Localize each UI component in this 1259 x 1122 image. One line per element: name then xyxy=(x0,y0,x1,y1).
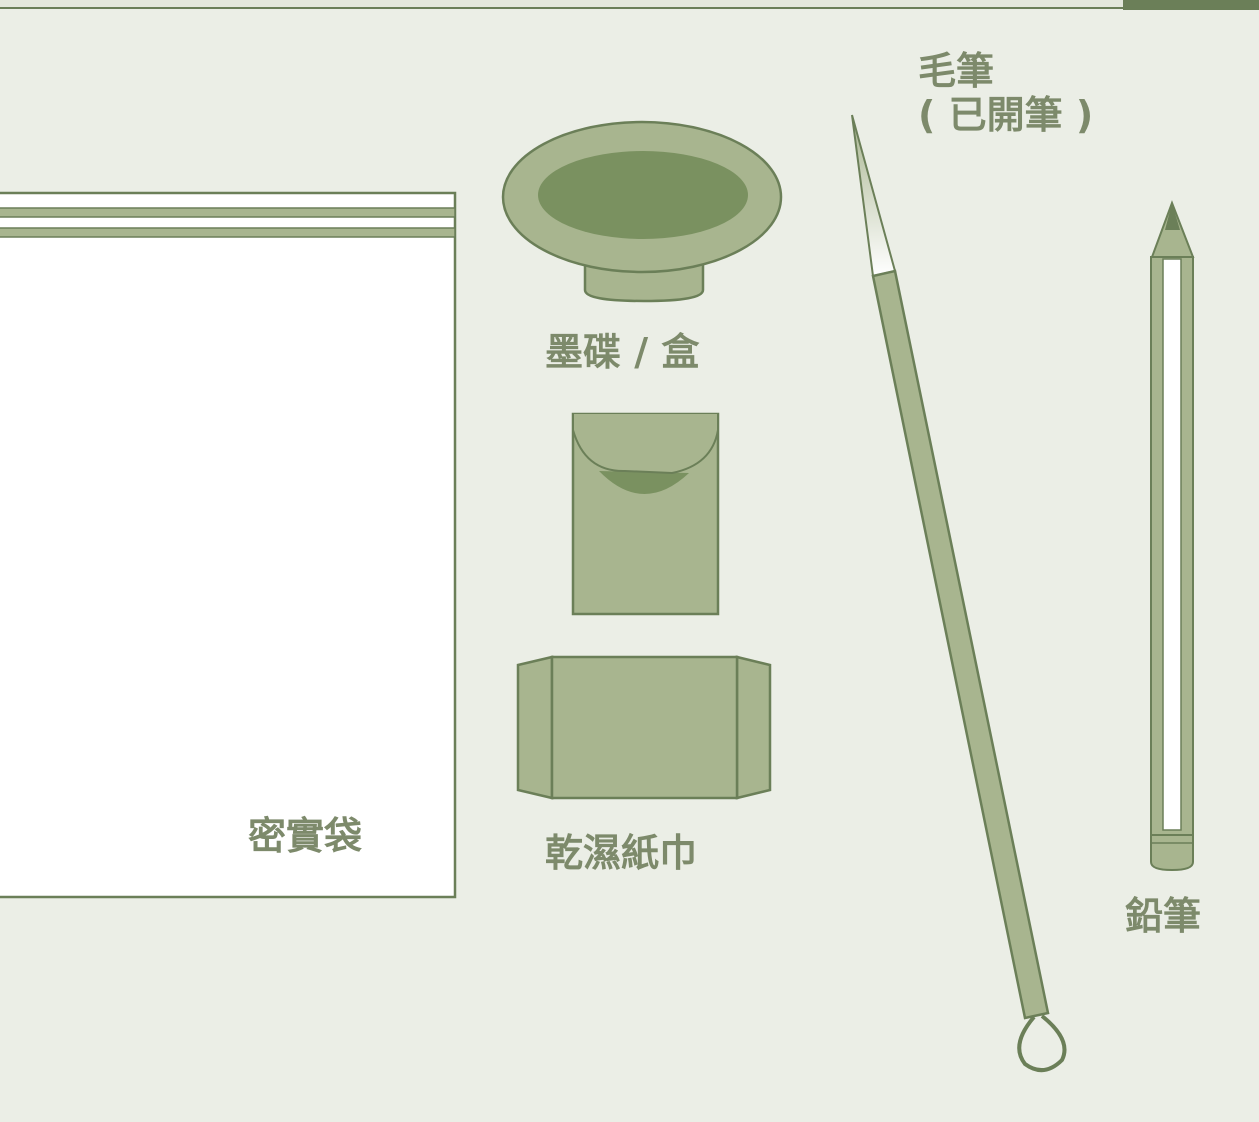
pencil-label: 鉛筆 xyxy=(1125,894,1202,938)
top-right-tab xyxy=(1123,0,1259,10)
brush-label-line1: 毛筆 xyxy=(918,49,995,93)
brush-label: 毛筆 ( 已開筆 ) xyxy=(918,49,1094,137)
wet-wipes-icon xyxy=(516,655,772,800)
wipes-pouch-icon xyxy=(571,412,720,616)
top-frame xyxy=(0,0,1259,10)
bag-label: 密實袋 xyxy=(248,814,363,858)
brush-icon xyxy=(851,114,1067,1072)
brush-label-line2: ( 已開筆 ) xyxy=(918,92,1094,137)
zip-bag-icon xyxy=(0,191,457,899)
wipes-label: 乾濕紙巾 xyxy=(545,831,698,875)
ink-dish-label: 墨碟 / 盒 xyxy=(545,330,700,374)
ink-dish-icon xyxy=(501,120,783,303)
pencil-icon xyxy=(1150,200,1195,872)
